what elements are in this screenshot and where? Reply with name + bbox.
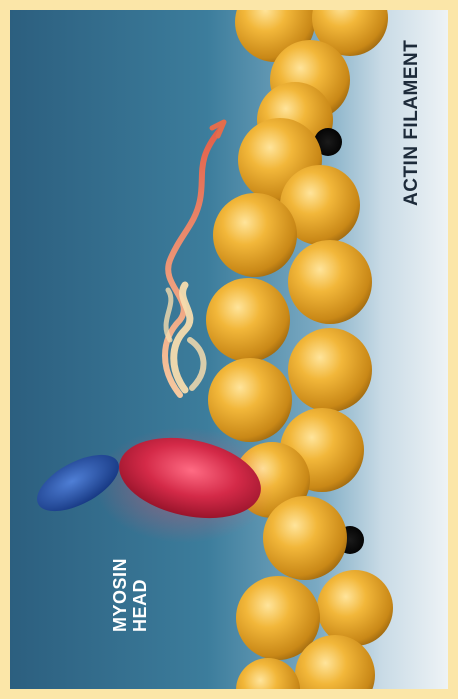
actin-bead	[208, 358, 292, 442]
illustration-scene: ACTIN FILAMENT MYOSIN HEAD	[10, 10, 448, 689]
myosin-actin-illustration	[10, 10, 448, 689]
actin-bead	[288, 240, 372, 324]
actin-bead	[317, 570, 393, 646]
actin-bead	[213, 193, 297, 277]
myosin-label-line2: HEAD	[130, 558, 150, 632]
myosin-head-label: MYOSIN HEAD	[110, 558, 150, 632]
actin-label-text: ACTIN FILAMENT	[401, 40, 422, 206]
myosin-label-line1: MYOSIN	[110, 558, 130, 632]
actin-bead	[263, 496, 347, 580]
actin-filament-label: ACTIN FILAMENT	[402, 40, 422, 206]
actin-bead	[206, 278, 290, 362]
actin-bead	[288, 328, 372, 412]
